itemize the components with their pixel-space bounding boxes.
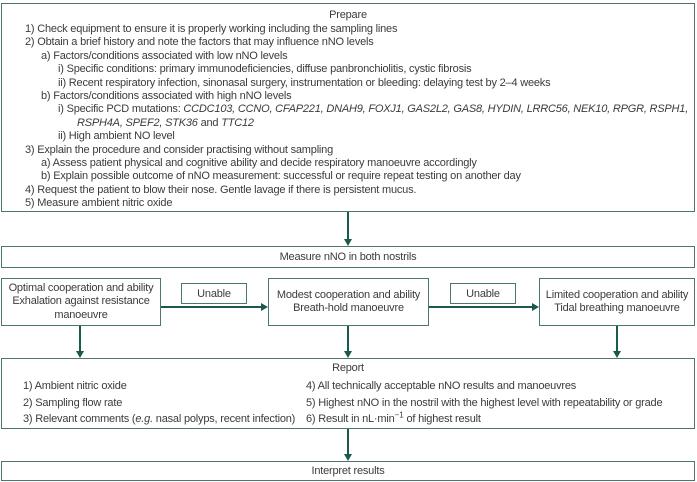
option-box-modest-cooperation: Modest cooperation and ability Breath-ho… <box>268 278 429 326</box>
unable-label-2: Unable <box>450 283 516 304</box>
arrow-modest-to-limited <box>429 306 532 308</box>
report-title: Report <box>332 362 364 374</box>
report-left-column: 1) Ambient nitric oxide 2) Sampling flow … <box>23 378 295 428</box>
prepare-steps-list: 1) Check equipment to ensure it is prope… <box>2 23 694 211</box>
arrow-optimal-to-modest <box>161 306 261 308</box>
option-subtitle: Tidal breathing manoeuvre <box>554 302 680 314</box>
text-line: a) Assess patient physical and cognitive… <box>41 157 477 170</box>
unable-label-1: Unable <box>181 283 247 304</box>
text-line: 1) Check equipment to ensure it is prope… <box>25 23 398 35</box>
text-line: 2) Obtain a brief history and note the f… <box>25 36 374 49</box>
option-title: Limited cooperation and ability <box>545 288 689 301</box>
prepare-title: Prepare <box>329 9 367 21</box>
text-line: i) Specific conditions: primary immunode… <box>58 63 472 76</box>
text-line: 6) Result in nL·min−1 of highest result <box>306 410 481 425</box>
option-title: Optimal cooperation and ability <box>8 281 154 294</box>
measure-label: Measure nNO in both nostrils <box>279 251 417 263</box>
text-line: 5) Highest nNO in the nostril with the h… <box>306 396 663 409</box>
arrow-prepare-to-measure <box>347 212 349 239</box>
arrow-modest-to-report <box>347 326 349 351</box>
arrow-report-to-interpret <box>347 429 349 454</box>
option-subtitle: Exhalation against resistance manoeuvre <box>12 295 150 321</box>
option-box-limited-cooperation: Limited cooperation and ability Tidal br… <box>539 278 695 326</box>
text-line: 4) Request the patient to blow their nos… <box>25 183 417 196</box>
report-box: Report 1) Ambient nitric oxide 2) Samplin… <box>1 358 695 429</box>
text-line: a) Factors/conditions associated with lo… <box>41 49 288 62</box>
text-line: ii) High ambient NO level <box>58 130 175 143</box>
option-subtitle: Breath-hold manoeuvre <box>293 302 404 314</box>
text-line: 4) All technically acceptable nNO result… <box>306 380 577 392</box>
report-right-column: 4) All technically acceptable nNO result… <box>306 378 663 428</box>
text-line: 3) Relevant comments (e.g. nasal polyps,… <box>23 413 296 425</box>
interpret-box: Interpret results <box>1 461 695 481</box>
unable-text: Unable <box>197 287 231 300</box>
text-line: 1) Ambient nitric oxide <box>23 380 127 392</box>
text-line: b) Factors/conditions associated with hi… <box>41 90 292 103</box>
interpret-label: Interpret results <box>311 465 385 477</box>
arrow-optimal-to-report <box>79 326 81 351</box>
option-box-optimal-cooperation: Optimal cooperation and ability Exhalati… <box>1 278 161 326</box>
arrow-limited-to-report <box>616 326 618 351</box>
text-line: 3) Explain the procedure and consider pr… <box>25 143 334 156</box>
option-title: Modest cooperation and ability <box>276 288 421 301</box>
text-line: ii) Recent respiratory infection, sinona… <box>58 76 551 89</box>
text-line: 2) Sampling flow rate <box>23 396 123 409</box>
text-line: b) Explain possible outcome of nNO measu… <box>41 170 521 183</box>
text-line: 5) Measure ambient nitric oxide <box>25 197 173 210</box>
measure-box: Measure nNO in both nostrils <box>1 246 695 268</box>
unable-text: Unable <box>466 287 500 300</box>
prepare-box: Prepare 1) Check equipment to ensure it … <box>1 3 695 212</box>
text-line: i) Specific PCD mutations: CCDC103, CCNO… <box>58 103 689 129</box>
